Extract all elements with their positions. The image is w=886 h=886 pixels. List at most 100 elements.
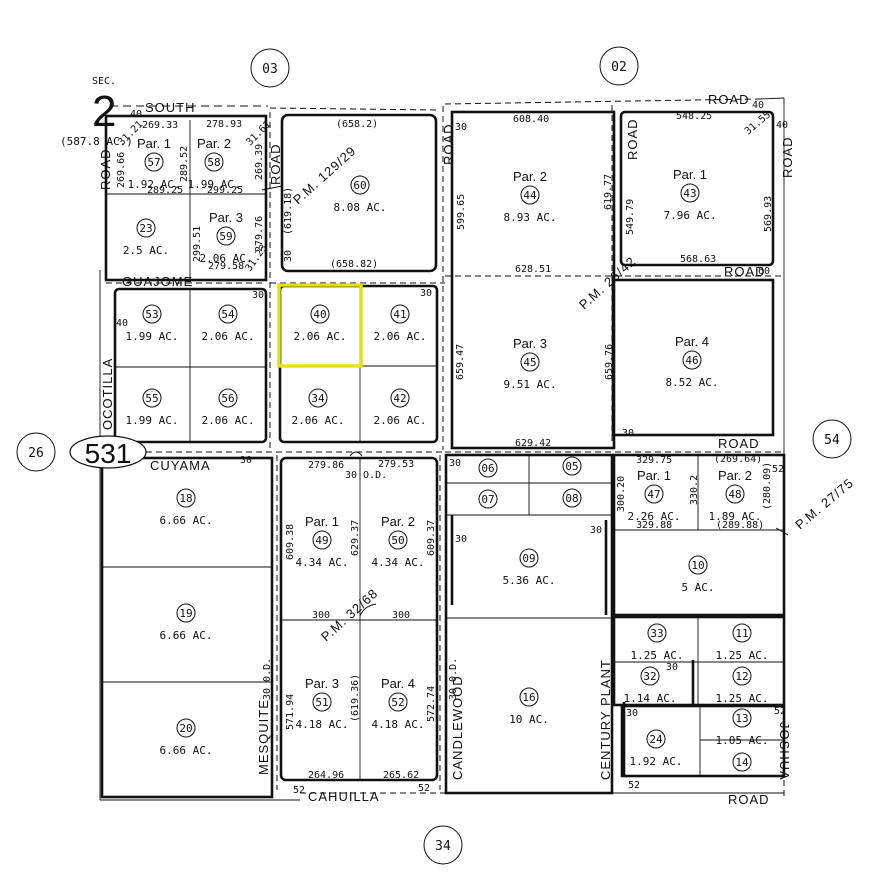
parcel-08[interactable]: 08 <box>562 488 582 508</box>
dim: 30 0.D. <box>448 658 459 700</box>
parcel-number: 42 <box>393 392 406 405</box>
parcel-11[interactable]: 111.25 AC. <box>716 623 769 662</box>
road-label-top-right: ROAD <box>708 92 750 107</box>
parcel-number-circle <box>725 484 745 504</box>
parcel-number-circle <box>647 623 667 643</box>
parcel-06[interactable]: 06 <box>478 458 498 478</box>
dim: 279.76 <box>254 216 265 252</box>
parcel-41[interactable]: 412.06 AC. <box>374 304 427 343</box>
road-joshua: JOSHUA <box>777 722 792 781</box>
lot-outlines <box>100 110 786 799</box>
parcel-54[interactable]: 542.06 AC. <box>202 304 255 343</box>
section-number: 2 <box>92 87 116 136</box>
parcel-number-circle <box>204 152 224 172</box>
parcel-number: 33 <box>650 627 663 640</box>
parcel-23[interactable]: 232.5 AC. <box>123 218 169 257</box>
parcel-number: 09 <box>522 552 535 565</box>
parcel-area: 1.25 AC. <box>716 649 769 662</box>
parcel-55[interactable]: 551.99 AC. <box>126 388 179 427</box>
parcel-number-circle <box>478 458 498 478</box>
parcel-area: 4.18 AC. <box>296 718 349 731</box>
parcel-area: 6.66 AC. <box>160 514 213 527</box>
parcel-07[interactable]: 07 <box>478 489 498 509</box>
parcel-12[interactable]: 121.25 AC. <box>716 666 769 705</box>
parcel-09[interactable]: 095.36 AC. <box>503 548 556 587</box>
parcel-40[interactable]: 402.06 AC. <box>294 304 347 343</box>
parcel-label: Par. 1 <box>305 514 339 529</box>
parcel-number: 07 <box>481 493 494 506</box>
dim: 30 <box>622 428 634 439</box>
parcel-05[interactable]: 05 <box>562 456 582 476</box>
parcel-label: Par. 2 <box>381 514 415 529</box>
dim: 299.25 <box>207 185 243 196</box>
highlighted-parcel-40[interactable] <box>277 283 363 368</box>
parcel-24[interactable]: 241.92 AC. <box>630 729 683 768</box>
parcel-number-circle <box>688 555 708 575</box>
road-candlewood: CANDLEWOOD <box>450 675 465 780</box>
road-ocotilla: OCOTILLA <box>100 358 115 430</box>
parcel-area: 1.99 AC. <box>188 178 241 191</box>
parcel-area: 9.51 AC. <box>504 378 557 391</box>
road-label-north-center: ROAD <box>441 123 456 165</box>
parcel-56[interactable]: 562.06 AC. <box>202 388 255 427</box>
parcel-label: Par. 4 <box>381 676 415 691</box>
parcel-area: 7.96 AC. <box>664 209 717 222</box>
road-label-west: ROAD <box>98 148 113 190</box>
parcel-60[interactable]: 608.08 AC. <box>334 175 387 214</box>
parcel-13[interactable]: 131.05 AC. <box>716 708 769 747</box>
parcel-area: 8.93 AC. <box>504 211 557 224</box>
parcel-number-circle <box>732 752 752 772</box>
dim: 30 0.D. <box>262 658 273 700</box>
dim: 30 <box>666 662 678 673</box>
parcel-area: 1.25 AC. <box>716 692 769 705</box>
parcel-33[interactable]: 33 1.25 AC. <box>631 623 684 662</box>
parcel-20[interactable]: 206.66 AC. <box>160 718 213 757</box>
parcel-area: 1.25 AC. <box>631 649 684 662</box>
parcel-42[interactable]: 422.06 AC. <box>374 388 427 427</box>
parcel-label: Par. 3 <box>305 676 339 691</box>
parcel-number: 10 <box>691 559 704 572</box>
parcel-32[interactable]: 321.14 AC. <box>624 666 677 705</box>
parcel-number: 45 <box>523 356 536 369</box>
dim: 30 <box>455 122 467 133</box>
parcel-53[interactable]: 531.99 AC. <box>126 304 179 343</box>
road-label-north-east: ROAD <box>625 118 640 160</box>
parcel-area: 6.66 AC. <box>160 744 213 757</box>
parcel-19[interactable]: 196.66 AC. <box>160 603 213 642</box>
parcel-34[interactable]: 342.06 AC. <box>292 388 345 427</box>
page-number-oval <box>69 435 147 469</box>
dim: 572.74 <box>426 686 437 722</box>
parcel-14[interactable]: 14 <box>732 752 752 772</box>
parcel-10[interactable]: 105 AC. <box>681 555 715 594</box>
adjacent-page-left: 26 <box>28 446 44 461</box>
parcel-number-circle <box>680 183 700 203</box>
dim: (658.2) <box>336 119 378 130</box>
parcel-label: Par. 1 <box>637 468 671 483</box>
road-label-east: ROAD <box>718 436 760 451</box>
dim: 549.79 <box>625 199 636 235</box>
parcel-area: 1.92 AC. <box>630 755 683 768</box>
dim: 30 <box>252 290 264 301</box>
parcel-number-circle <box>519 687 539 707</box>
section-boundary <box>99 97 785 801</box>
parcel-label: Par. 2 <box>718 468 752 483</box>
parcel-area: 2.06 AC. <box>374 330 427 343</box>
parcel-18[interactable]: 186.66 AC. <box>160 488 213 527</box>
road-label-far-east: ROAD <box>780 136 795 178</box>
dim: 30 <box>420 288 432 299</box>
